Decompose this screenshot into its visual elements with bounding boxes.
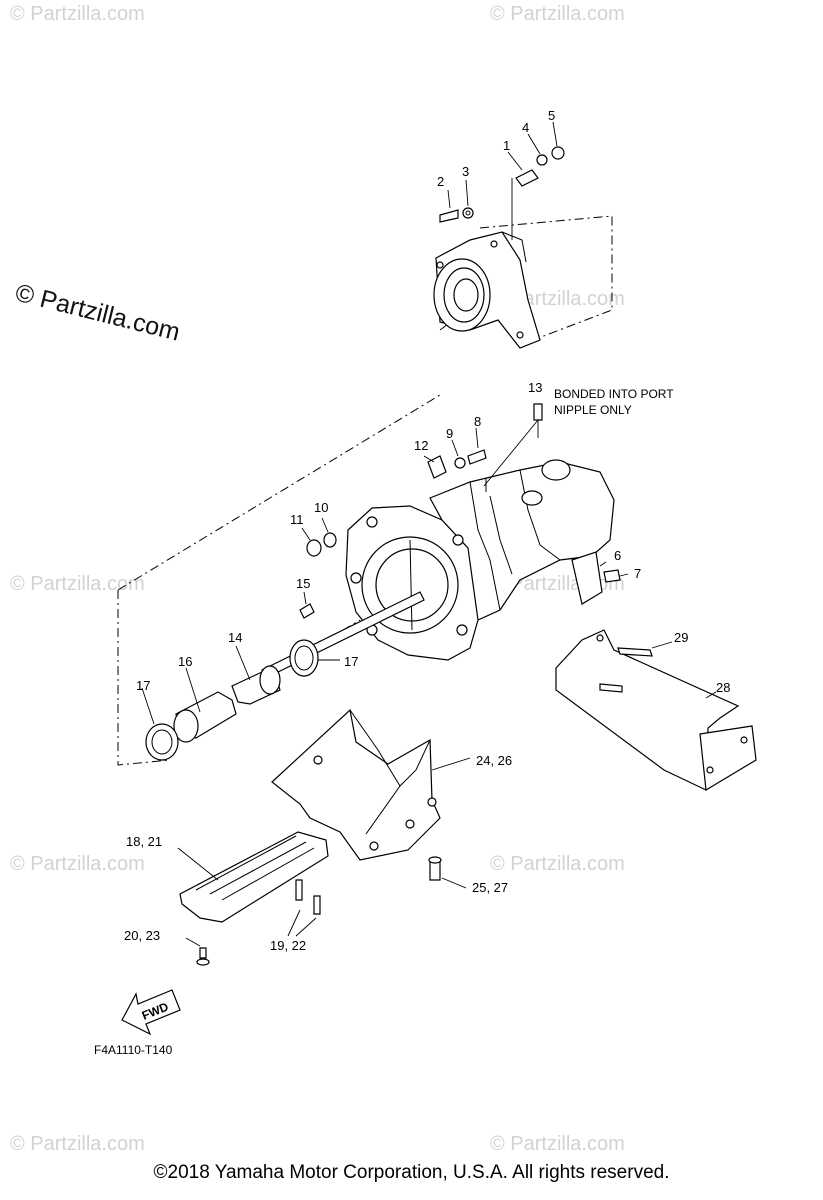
- callout-3: 3: [462, 164, 469, 179]
- callout-17: 17: [136, 678, 150, 693]
- callout-18-21: 18, 21: [126, 834, 162, 849]
- housing-fasteners: [301, 403, 543, 557]
- callout-5: 5: [548, 108, 555, 123]
- mounting-bracket: [271, 708, 471, 861]
- diagram-code: F4A1110-T140: [94, 1043, 173, 1057]
- callout-29: 29: [674, 630, 688, 645]
- callout-24-26: 24, 26: [476, 753, 512, 768]
- callout-layer: 1 2 3 4 5 6 7 8 9 10 11 12 13 14 15 16 1…: [124, 108, 730, 953]
- watermark-text: © Partzilla.com: [10, 573, 145, 595]
- callout-25-27: 25, 27: [472, 880, 508, 895]
- lower-screws: [185, 856, 467, 966]
- callout-14: 14: [228, 630, 242, 645]
- bonding-note: BONDED INTO PORT NIPPLE ONLY: [554, 387, 674, 417]
- callout-16: 16: [178, 654, 192, 669]
- intake-grate: [177, 831, 329, 923]
- hose-coupling: [141, 591, 340, 761]
- callout-28: 28: [716, 680, 730, 695]
- top-fasteners: [439, 121, 565, 240]
- partzilla-watermark: © Partzilla.com: [13, 279, 183, 347]
- bearing-housing: [433, 231, 541, 349]
- callout-4: 4: [522, 120, 529, 135]
- callout-15: 15: [296, 576, 310, 591]
- note-line-2: NIPPLE ONLY: [554, 403, 632, 417]
- note-line-1: BONDED INTO PORT: [554, 387, 674, 401]
- callout-2: 2: [437, 174, 444, 189]
- watermark-text: © Partzilla.com: [10, 853, 145, 875]
- callout-17: 17: [344, 654, 358, 669]
- watermark-text: © Partzilla.com: [10, 1133, 145, 1155]
- watermark-text: © Partzilla.com: [490, 3, 625, 25]
- rubber-pad: [571, 551, 629, 605]
- forward-arrow-icon: FWD: [121, 989, 181, 1036]
- callout-13: 13: [528, 380, 542, 395]
- callout-20-23: 20, 23: [124, 928, 160, 943]
- ride-plate: [555, 629, 757, 791]
- callout-8: 8: [474, 414, 481, 429]
- copyright-notice: ©2018 Yamaha Motor Corporation, U.S.A. A…: [153, 1162, 670, 1183]
- callout-7: 7: [634, 566, 641, 581]
- watermark-text: © Partzilla.com: [490, 853, 625, 875]
- callout-1: 1: [503, 138, 510, 153]
- callout-19-22: 19, 22: [270, 938, 306, 953]
- callout-11: 11: [290, 512, 304, 527]
- callout-9: 9: [446, 426, 453, 441]
- callout-6: 6: [614, 548, 621, 563]
- callout-12: 12: [414, 438, 428, 453]
- watermark-text: © Partzilla.com: [10, 3, 145, 25]
- callout-10: 10: [314, 500, 328, 515]
- jet-pump-housing: [345, 459, 615, 661]
- watermark-text: © Partzilla.com: [490, 1133, 625, 1155]
